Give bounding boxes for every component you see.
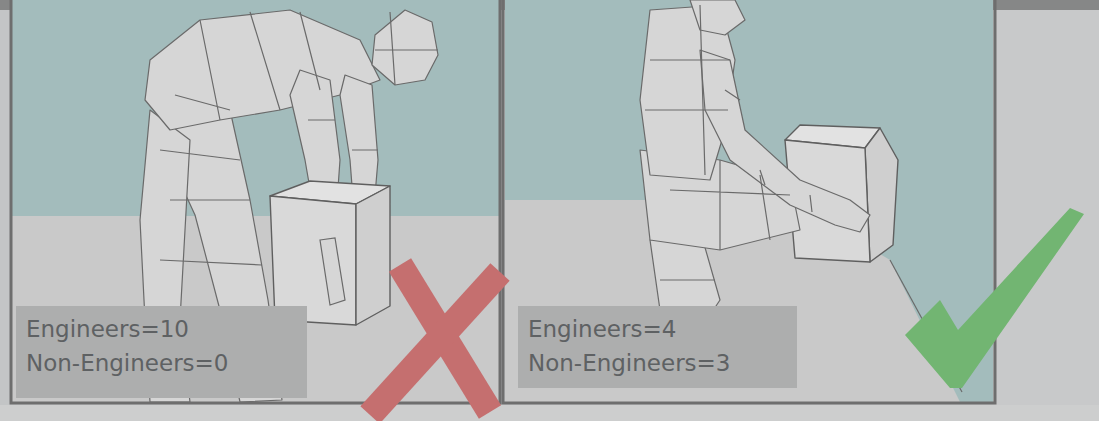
check-mark xyxy=(905,208,1084,388)
bottom-strip xyxy=(0,405,1099,421)
count-text: Non-Engineers=3 xyxy=(528,346,787,380)
count-box: Engineers=10Non-Engineers=0 xyxy=(16,306,307,398)
count-text: Engineers=10 xyxy=(26,312,297,346)
side-ground xyxy=(995,10,1099,405)
cross-mark xyxy=(370,265,500,415)
count-text: Engineers=4 xyxy=(528,312,787,346)
count-box: Engineers=4Non-Engineers=3 xyxy=(518,306,797,388)
count-text: Non-Engineers=0 xyxy=(26,346,297,380)
